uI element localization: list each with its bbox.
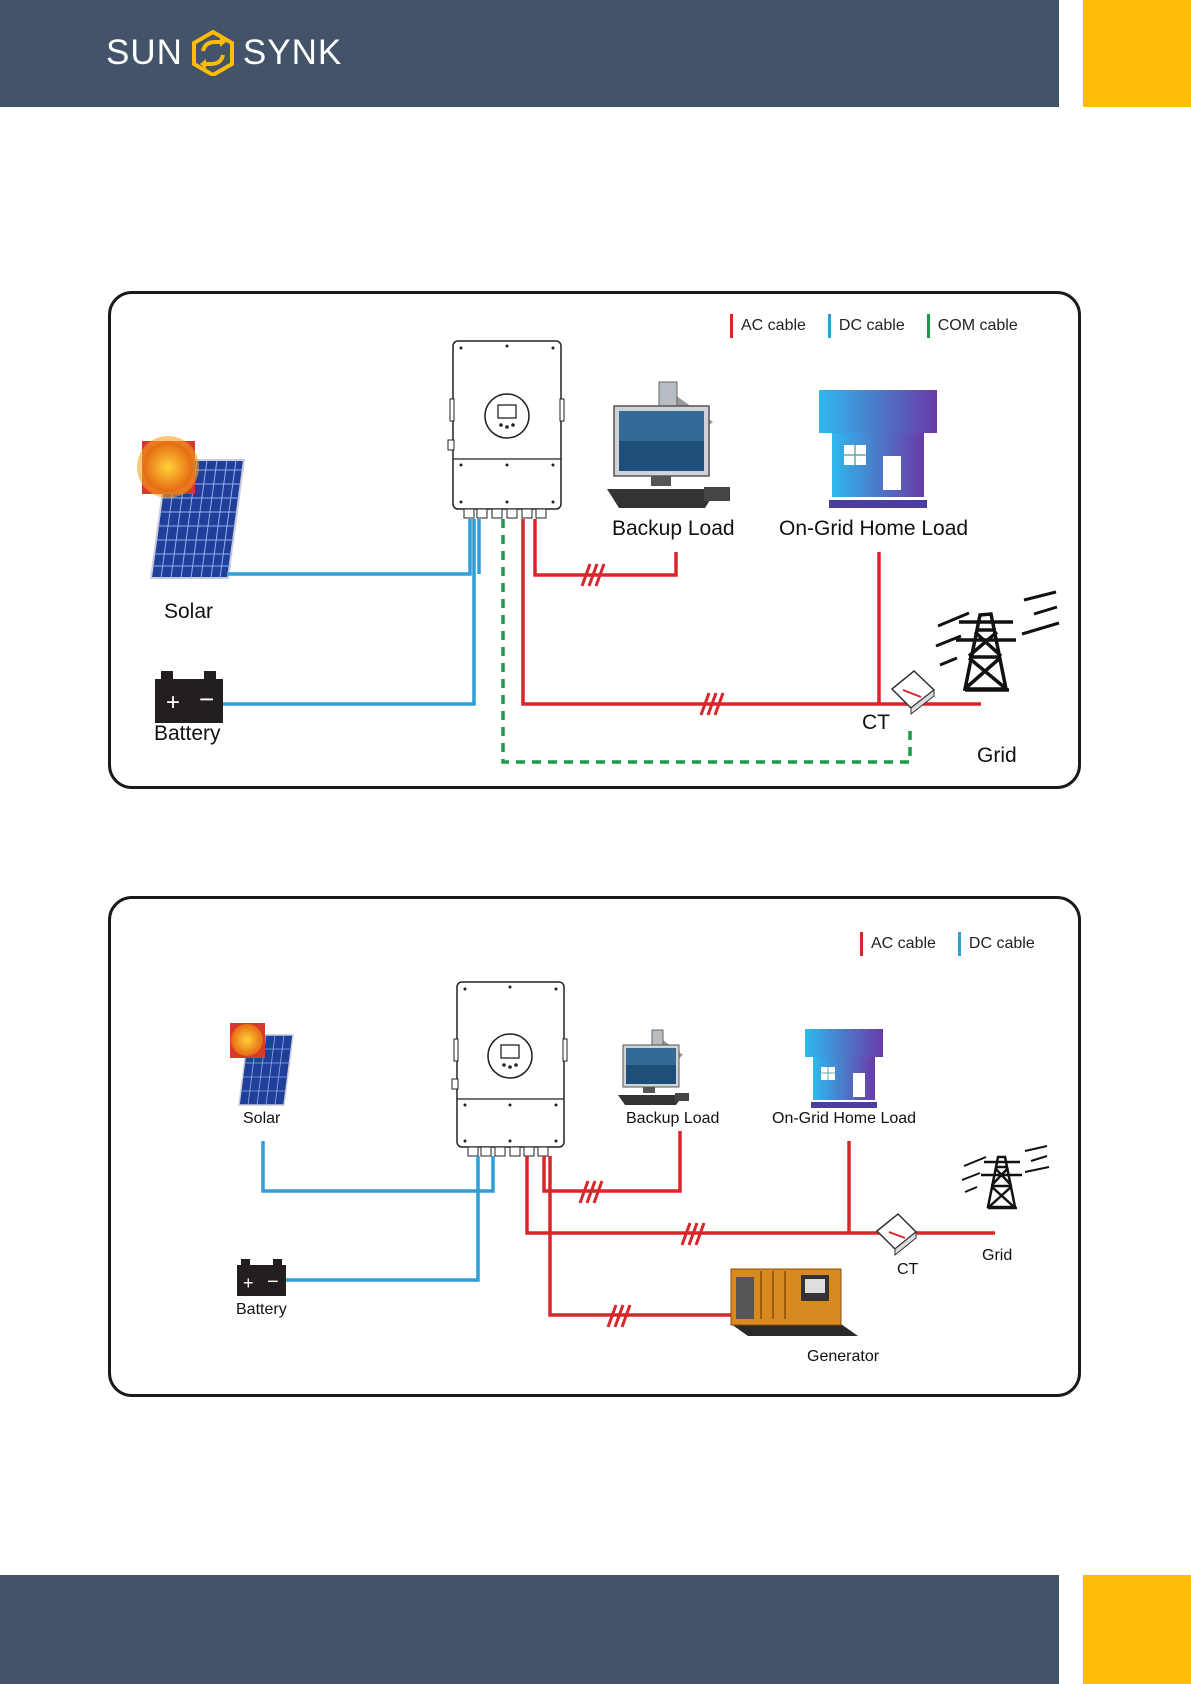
legend-dc-label: DC cable xyxy=(969,935,1035,953)
grid-label: Grid xyxy=(977,744,1017,768)
battery-icon: + − xyxy=(155,671,223,723)
system-diagram-generator: + − xyxy=(108,896,1081,1397)
ac-hash-marks xyxy=(582,564,723,715)
grid-tower-icon xyxy=(936,592,1059,690)
solar-label: Solar xyxy=(243,1110,280,1128)
grid-tower-icon xyxy=(962,1146,1049,1208)
generator-icon xyxy=(731,1269,858,1336)
svg-text:−: − xyxy=(267,1271,279,1293)
legend-com-label: COM cable xyxy=(938,317,1018,335)
battery-label: Battery xyxy=(154,722,221,746)
house-icon xyxy=(819,390,937,508)
inverter-icon xyxy=(452,982,567,1156)
backup-load-label: Backup Load xyxy=(626,1110,719,1128)
legend-ac-label: AC cable xyxy=(871,935,936,953)
backup-load-label: Backup Load xyxy=(612,517,735,541)
logo-sun-icon xyxy=(191,30,235,76)
legend-ac: AC cable xyxy=(860,932,936,956)
ct-label: CT xyxy=(862,711,890,735)
system-diagram-ct: + − xyxy=(108,291,1081,789)
ac-hash-marks xyxy=(580,1181,704,1327)
home-load-label: On-Grid Home Load xyxy=(772,1110,916,1128)
sunsynk-logo: SUN SYNK xyxy=(106,28,342,78)
battery-label: Battery xyxy=(236,1301,287,1319)
footer-accent xyxy=(1083,1575,1191,1684)
generator-label: Generator xyxy=(807,1348,879,1366)
legend-ac: AC cable xyxy=(730,314,806,338)
dc-cables xyxy=(223,519,479,704)
grid-label: Grid xyxy=(982,1247,1012,1265)
computer-icon xyxy=(618,1030,689,1105)
ac-swatch xyxy=(860,932,863,956)
legend-dc-label: DC cable xyxy=(839,317,905,335)
wiring-diagram-2: + − xyxy=(111,899,1084,1400)
ct-clamp-icon xyxy=(877,1214,916,1255)
footer-bar xyxy=(0,1575,1059,1684)
logo-text-left: SUN xyxy=(106,33,183,73)
ac-swatch xyxy=(730,314,733,338)
com-cable xyxy=(503,519,910,762)
logo-text-right: SYNK xyxy=(243,33,342,73)
ct-label: CT xyxy=(897,1261,918,1279)
wiring-diagram-1: + − xyxy=(111,294,1084,792)
dc-swatch xyxy=(958,932,961,956)
home-load-label: On-Grid Home Load xyxy=(779,517,968,541)
computer-icon xyxy=(607,382,730,508)
com-swatch xyxy=(927,314,930,338)
sun-icon xyxy=(137,436,199,498)
dc-cables xyxy=(263,1141,493,1280)
dc-swatch xyxy=(828,314,831,338)
legend-com: COM cable xyxy=(927,314,1018,338)
svg-text:+: + xyxy=(243,1273,254,1293)
legend-dc: DC cable xyxy=(828,314,905,338)
legend: AC cable DC cable COM cable xyxy=(730,314,1018,338)
solar-label: Solar xyxy=(164,600,213,624)
inverter-icon xyxy=(448,341,564,518)
legend: AC cable DC cable xyxy=(860,932,1035,956)
ct-clamp-icon xyxy=(892,671,934,714)
svg-text:−: − xyxy=(199,684,214,714)
svg-text:+: + xyxy=(166,689,180,716)
legend-dc: DC cable xyxy=(958,932,1035,956)
house-icon xyxy=(805,1029,883,1108)
sun-icon xyxy=(230,1023,265,1058)
header-accent xyxy=(1083,0,1191,107)
legend-ac-label: AC cable xyxy=(741,317,806,335)
battery-icon: + − xyxy=(237,1259,286,1296)
